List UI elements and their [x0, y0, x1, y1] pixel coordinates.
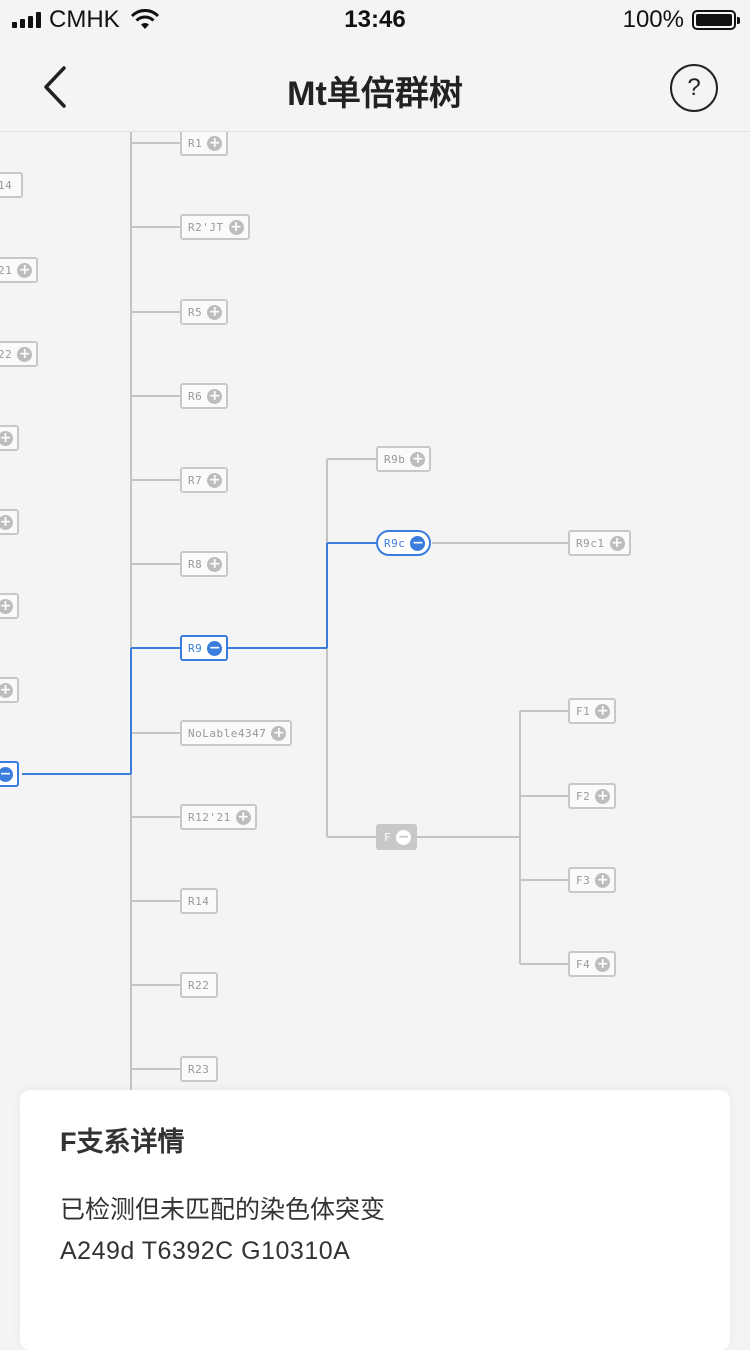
tree-node[interactable]: +	[0, 509, 19, 535]
expand-icon: +	[235, 808, 251, 825]
nav-bar: Mt单倍群树 ?	[0, 40, 750, 132]
tree-node[interactable]: 21+	[0, 257, 39, 283]
expand-icon: +	[271, 724, 287, 741]
tree-node-r1221[interactable]: R12'21+	[180, 804, 257, 830]
tree-node-r14[interactable]: R14	[180, 888, 218, 914]
battery-icon	[692, 10, 740, 30]
expand-icon: +	[17, 261, 33, 278]
tree-connectors	[22, 132, 568, 1092]
tree-node[interactable]: +	[0, 425, 19, 451]
expand-icon: +	[595, 871, 611, 888]
back-button[interactable]	[36, 62, 80, 112]
tree-node[interactable]: +	[0, 677, 19, 703]
collapse-icon: −	[410, 534, 426, 551]
tree-node-r2jt[interactable]: R2'JT+	[180, 214, 250, 240]
tree-node-r9c[interactable]: R9c−	[376, 530, 432, 556]
battery-percent: 100%	[622, 6, 684, 33]
expand-icon: +	[0, 681, 13, 698]
tree-node-f1[interactable]: F1+	[568, 698, 617, 724]
tree-node-f[interactable]: F−	[376, 824, 418, 850]
expand-icon: +	[207, 134, 223, 151]
tree-node[interactable]: 14	[0, 172, 24, 198]
chevron-left-icon	[44, 66, 66, 108]
expand-icon: +	[609, 534, 625, 551]
tree-node[interactable]: +	[0, 593, 19, 619]
expand-icon: +	[0, 429, 13, 446]
expand-icon: +	[595, 787, 611, 804]
expand-icon: +	[595, 955, 611, 972]
tree-node-f2[interactable]: F2+	[568, 783, 617, 809]
expand-icon: +	[410, 450, 426, 467]
tree-node-r9b[interactable]: R9b+	[376, 446, 432, 472]
tree-node-nolable4347[interactable]: NoLable4347+	[180, 720, 293, 746]
tree-node[interactable]: 22+	[0, 341, 39, 367]
expand-icon: +	[207, 471, 223, 488]
expand-icon: +	[0, 597, 13, 614]
tree-node-f4[interactable]: F4+	[568, 951, 617, 977]
expand-icon: +	[17, 345, 33, 362]
help-button[interactable]: ?	[670, 64, 718, 112]
expand-icon: +	[207, 555, 223, 572]
tree-node-f3[interactable]: F3+	[568, 867, 617, 893]
tree-node-r9[interactable]: R9−	[180, 635, 229, 661]
tree-node-r23[interactable]: R23	[180, 1056, 218, 1082]
branch-detail-panel: F支系详情 已检测但未匹配的染色体突变 A249d T6392C G10310A	[20, 1090, 730, 1350]
status-bar: CMHK 13:46 100%	[0, 0, 750, 40]
collapse-icon: −	[396, 828, 412, 845]
expand-icon: +	[0, 513, 13, 530]
tree-node-selected[interactable]: −	[0, 761, 19, 787]
tree-node-r7[interactable]: R7+	[180, 467, 229, 493]
expand-icon: +	[595, 702, 611, 719]
expand-icon: +	[228, 218, 244, 235]
signal-icon	[12, 12, 41, 28]
carrier-label: CMHK	[49, 6, 120, 33]
status-time: 13:46	[344, 6, 406, 33]
wifi-icon	[130, 9, 159, 29]
tree-node-r6[interactable]: R6+	[180, 383, 229, 409]
haplogroup-tree[interactable]: 14 21+ 22+ + + + + − R1+ R2'JT+ R5+ R6+ …	[0, 132, 750, 1092]
mutation-list: A249d T6392C G10310A	[60, 1237, 351, 1265]
expand-icon: +	[207, 303, 223, 320]
collapse-icon: −	[0, 765, 13, 782]
tree-node-r1[interactable]: R1+	[180, 132, 229, 156]
tree-node-r9c1[interactable]: R9c1+	[568, 530, 631, 556]
tree-node-r22[interactable]: R22	[180, 972, 218, 998]
page-title: Mt单倍群树	[287, 75, 463, 113]
collapse-icon: −	[207, 639, 223, 656]
panel-title: F支系详情	[60, 1127, 185, 1157]
tree-node-r8[interactable]: R8+	[180, 551, 229, 577]
panel-subtitle: 已检测但未匹配的染色体突变	[60, 1196, 386, 1224]
expand-icon: +	[207, 387, 223, 404]
tree-node-r5[interactable]: R5+	[180, 299, 229, 325]
